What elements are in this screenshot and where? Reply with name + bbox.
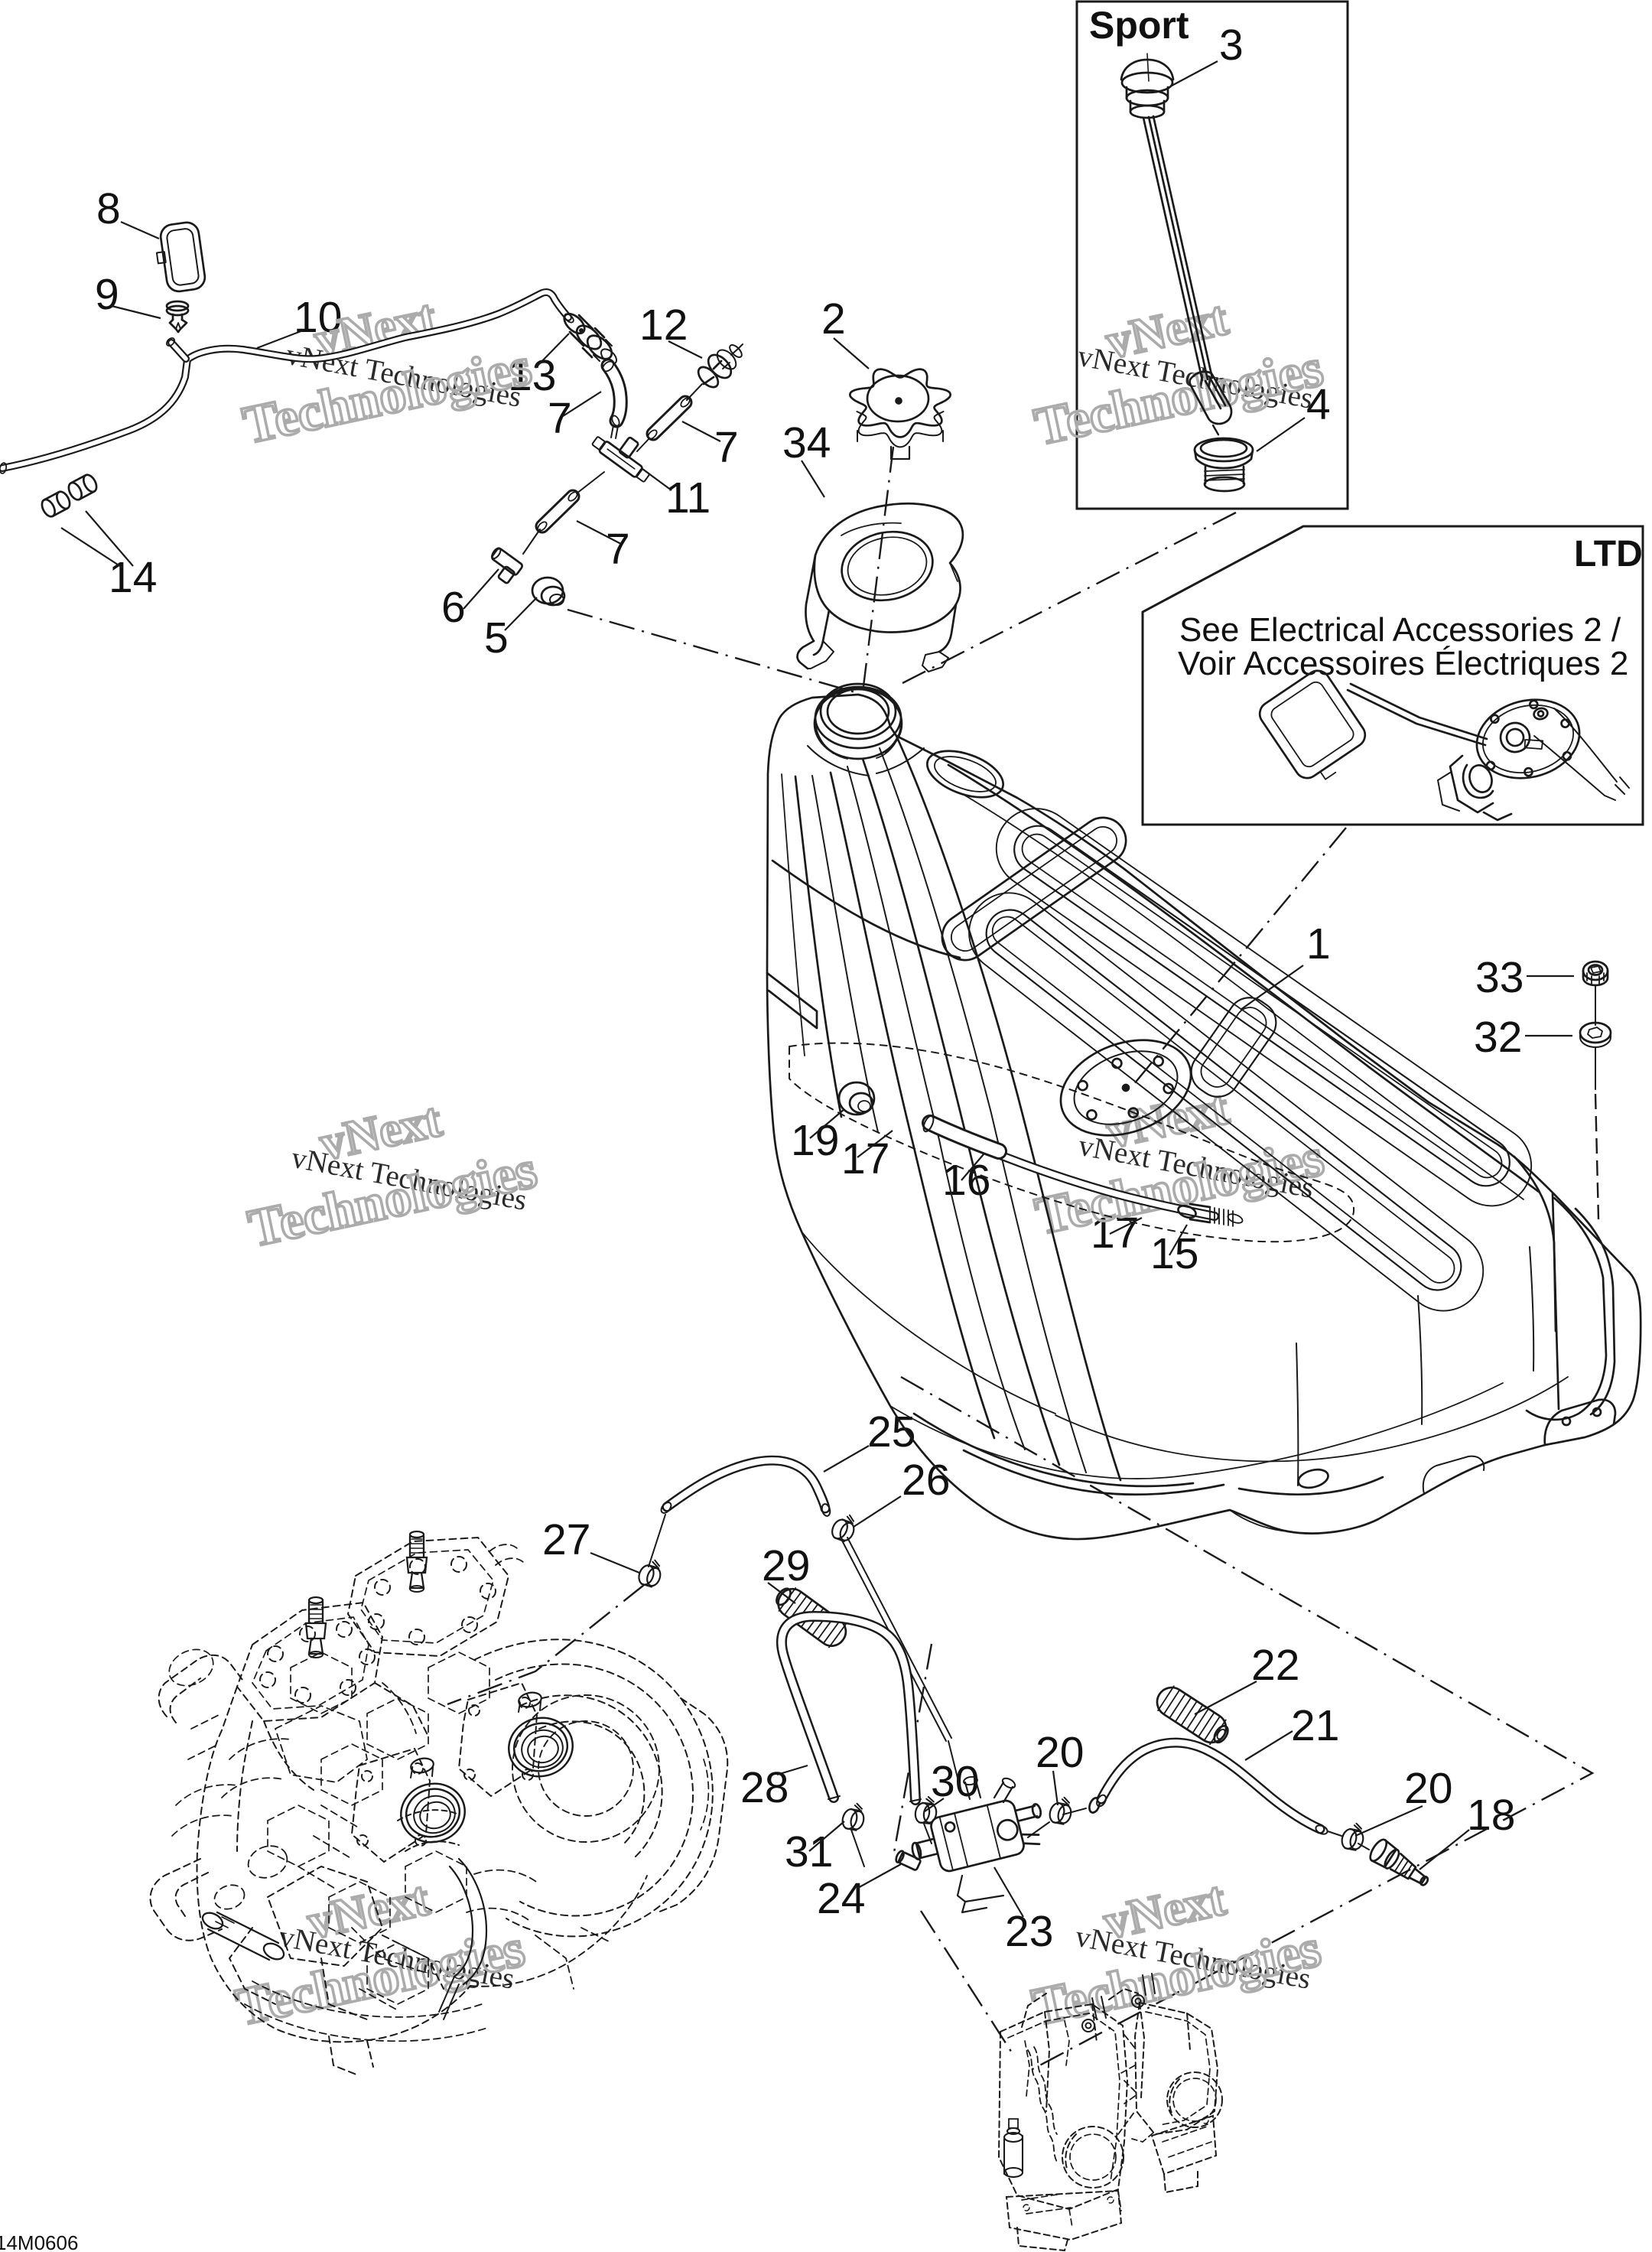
svg-text:26: 26 <box>902 1456 950 1505</box>
svg-text:7: 7 <box>714 423 739 472</box>
svg-text:14: 14 <box>109 553 157 602</box>
svg-text:8: 8 <box>96 184 121 233</box>
svg-text:33: 33 <box>1475 953 1524 1002</box>
svg-text:18: 18 <box>1467 1791 1515 1840</box>
svg-text:21: 21 <box>1291 1701 1339 1750</box>
svg-text:7: 7 <box>606 525 630 574</box>
svg-text:15: 15 <box>1150 1229 1198 1278</box>
svg-text:LTD: LTD <box>1574 534 1643 574</box>
svg-text:9: 9 <box>95 270 119 319</box>
svg-text:31: 31 <box>785 1827 833 1876</box>
svg-text:Voir Accessoires Électriques 2: Voir Accessoires Électriques 2 <box>1178 645 1628 682</box>
svg-text:17: 17 <box>841 1134 889 1183</box>
svg-text:23: 23 <box>1005 1907 1053 1956</box>
svg-text:24: 24 <box>817 1874 865 1923</box>
svg-text:7: 7 <box>548 394 572 443</box>
svg-text:19: 19 <box>791 1116 839 1165</box>
svg-text:20: 20 <box>1404 1764 1452 1813</box>
svg-text:5: 5 <box>484 613 509 662</box>
svg-text:2: 2 <box>821 295 846 343</box>
svg-text:30: 30 <box>931 1757 979 1806</box>
svg-text:25: 25 <box>867 1408 915 1456</box>
svg-text:34: 34 <box>782 418 831 467</box>
svg-text:6: 6 <box>441 583 466 632</box>
svg-text:Sport: Sport <box>1089 4 1189 47</box>
svg-text:14M0606: 14M0606 <box>0 2231 78 2252</box>
svg-text:11: 11 <box>665 474 711 522</box>
svg-text:29: 29 <box>762 1541 810 1590</box>
svg-text:See Electrical Accessories 2 /: See Electrical Accessories 2 / <box>1179 611 1621 649</box>
svg-text:27: 27 <box>542 1515 590 1564</box>
svg-text:28: 28 <box>740 1763 789 1812</box>
svg-text:1: 1 <box>1306 919 1331 968</box>
svg-text:20: 20 <box>1036 1728 1084 1777</box>
svg-text:12: 12 <box>639 301 688 350</box>
svg-text:3: 3 <box>1219 21 1244 70</box>
svg-text:32: 32 <box>1474 1013 1522 1062</box>
svg-text:22: 22 <box>1251 1641 1299 1690</box>
